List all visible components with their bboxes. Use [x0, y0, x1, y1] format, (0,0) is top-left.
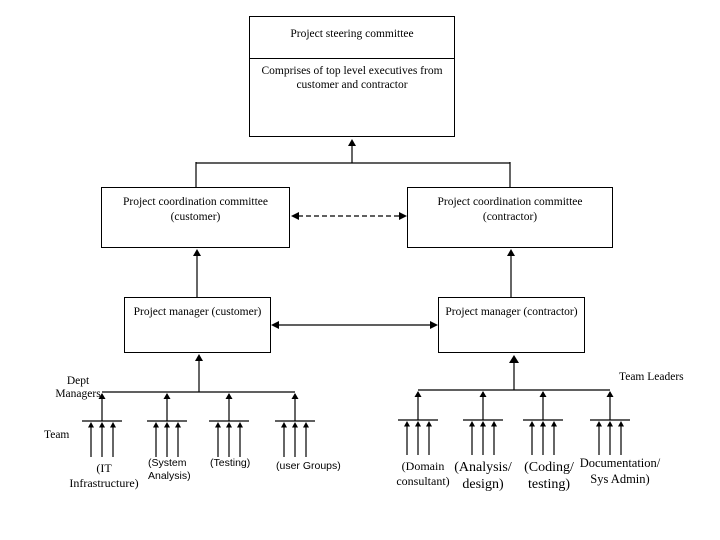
team-leaders-label: Team Leaders — [619, 371, 684, 383]
right-arrowhead-icon — [399, 212, 407, 220]
team-group-label-documentation-sysadmin: Documentation/ Sys Admin) — [579, 456, 661, 486]
connector-manager-double-link — [271, 321, 438, 329]
steering-committee-title: Project steering committee — [250, 17, 454, 59]
team-group-label-system-analysis: (System Analysis) — [148, 457, 191, 482]
right-arrowhead-icon — [430, 321, 438, 329]
steering-committee-description: Comprises of top level executives from c… — [261, 65, 443, 91]
left-arrowhead-icon — [291, 212, 299, 220]
connector-committees-to-steering — [195, 139, 511, 187]
committee-customer-line1: Project coordination committee — [123, 196, 268, 208]
team-tree-contractor — [398, 355, 630, 455]
project-manager-contractor-box: Project manager (contractor) — [438, 297, 585, 353]
connector-manager-customer-to-committee — [193, 249, 201, 297]
team-group-label-analysis-design: (Analysis/ design) — [454, 460, 512, 492]
team-group-label-coding-testing: (Coding/ testing) — [524, 460, 574, 492]
team-group-label-it-infrastructure: (IT Infrastructure) — [69, 461, 139, 490]
manager-customer-label: Project manager (customer) — [133, 306, 262, 318]
up-arrowhead-icon — [193, 249, 201, 256]
team-label: Team — [44, 429, 70, 441]
committee-contractor-line1: Project coordination committee — [437, 196, 583, 208]
up-arrowhead-icon — [509, 355, 519, 363]
team-group-label-user-groups: (user Groups) — [276, 460, 341, 472]
project-manager-customer-box: Project manager (customer) — [124, 297, 271, 353]
team-tree-customer — [82, 354, 315, 457]
committee-customer-line2: (customer) — [170, 211, 221, 223]
committee-contractor-line2: (contractor) — [482, 211, 538, 223]
steering-committee-box: Project steering committee Comprises of … — [249, 16, 455, 137]
team-group-label-testing: (Testing) — [210, 457, 251, 469]
dept-managers-label: Dept Managers — [55, 375, 101, 400]
up-arrowhead-icon — [348, 139, 356, 146]
manager-contractor-label: Project manager (contractor) — [445, 306, 578, 318]
left-arrowhead-icon — [271, 321, 279, 329]
up-arrowhead-icon — [507, 249, 515, 256]
team-group-label-domain-consultant: (Domain consultant) — [396, 459, 450, 488]
up-arrowhead-icon — [195, 354, 203, 361]
coordination-committee-contractor-box: Project coordination committee (contract… — [407, 187, 613, 248]
connector-dashed-committee-link — [291, 212, 407, 220]
connector-manager-contractor-to-committee — [507, 249, 515, 297]
coordination-committee-customer-box: Project coordination committee (customer… — [101, 187, 290, 248]
